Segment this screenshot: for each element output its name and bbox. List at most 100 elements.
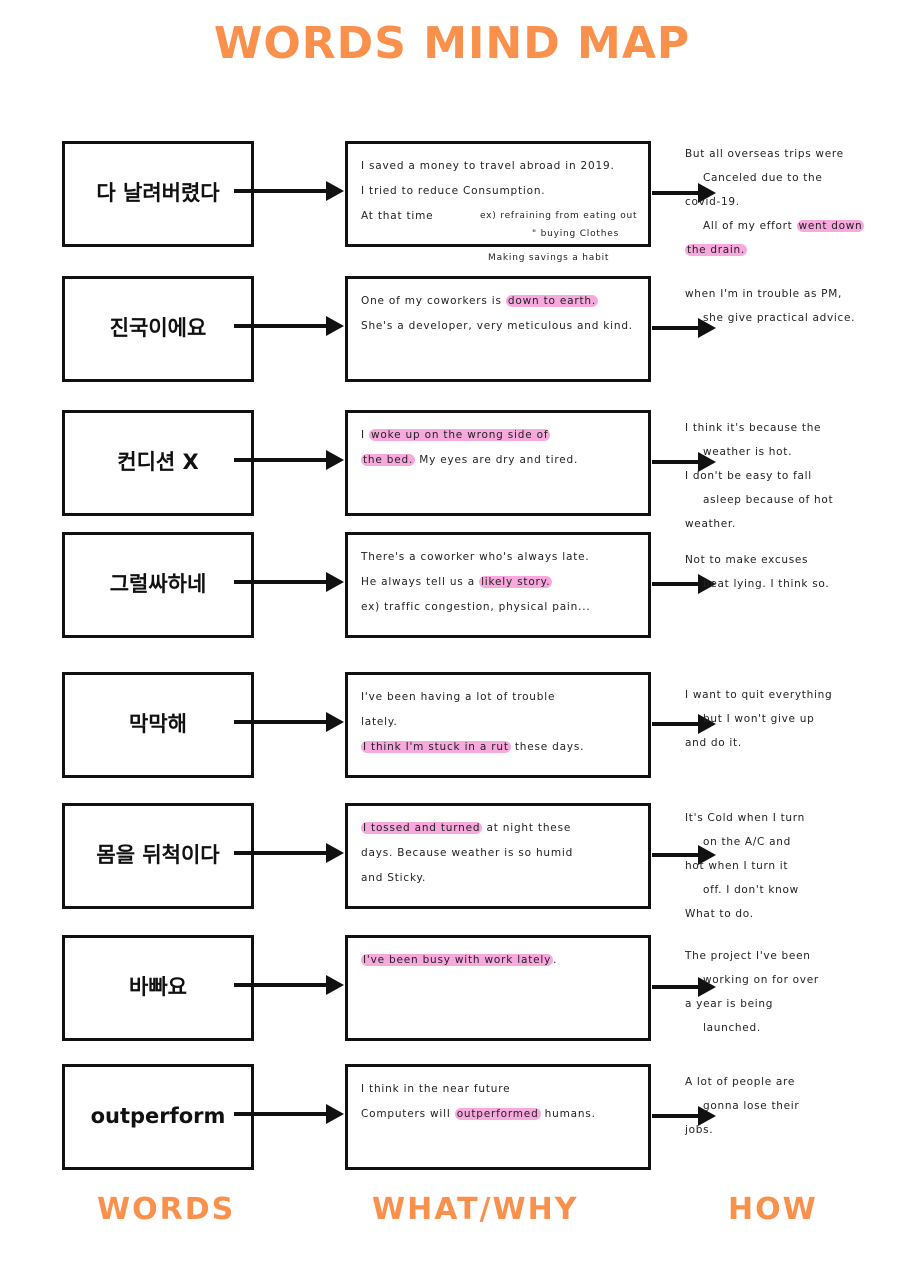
how-line: she give practical advice. — [685, 306, 897, 330]
what-why-line: I tried to reduce Consumption. — [361, 179, 638, 204]
how-line: working on for over — [685, 968, 897, 992]
text-segment: I don't be easy to fall — [685, 470, 812, 482]
highlighted-phrase: the drain. — [685, 244, 747, 256]
text-segment: At that time — [361, 210, 434, 222]
how-line: a year is being — [685, 992, 897, 1016]
text-segment: What to do. — [685, 908, 754, 920]
highlighted-phrase: I've been busy with work lately — [361, 954, 554, 966]
text-segment: My eyes are dry and tired. — [415, 454, 579, 466]
how-line: But all overseas trips were — [685, 142, 897, 166]
text-segment: The project I've been — [685, 950, 811, 962]
how-line: I think it's because the — [685, 416, 897, 440]
how-text: I want to quit everything but I won't giv… — [685, 683, 897, 755]
how-text: A lot of people are gonna lose their jobs. — [685, 1070, 897, 1142]
what-why-line: days. Because weather is so humid — [361, 841, 638, 866]
word-label: 바빠요 — [129, 975, 187, 1000]
text-segment: Computers will — [361, 1108, 455, 1120]
text-segment: jobs. — [685, 1124, 714, 1136]
text-segment: humans. — [540, 1108, 596, 1120]
example-note: Making savings a habit — [488, 253, 610, 263]
text-segment: I — [361, 429, 370, 441]
how-line: when I'm in trouble as PM, — [685, 282, 897, 306]
how-line: weather is hot. — [685, 440, 897, 464]
arrow-right-icon — [234, 450, 344, 470]
highlighted-phrase: I tossed and turned — [361, 822, 483, 834]
text-segment: off. I don't know — [703, 884, 799, 896]
highlighted-phrase: the bed. — [361, 454, 416, 466]
how-line: but I won't give up — [685, 707, 897, 731]
text-segment: I think in the near future — [361, 1083, 511, 1095]
word-box: 막막해 — [62, 672, 254, 778]
what-why-line: I woke up on the wrong side of — [361, 423, 638, 448]
text-segment: All of my effort — [703, 220, 797, 232]
what-why-line: There's a coworker who's always late. — [361, 545, 638, 570]
text-segment: these days. — [510, 741, 585, 753]
what-why-line: I think in the near future — [361, 1077, 638, 1102]
how-line: I don't be easy to fall — [685, 464, 897, 488]
text-segment: and Sticky. — [361, 872, 427, 884]
how-line: I want to quit everything — [685, 683, 897, 707]
how-line: jobs. — [685, 1118, 897, 1142]
arrow-right-icon — [652, 1106, 716, 1126]
how-line: Not to make excuses — [685, 548, 897, 572]
arrow-right-icon — [234, 572, 344, 592]
arrow-right-icon — [652, 714, 716, 734]
what-why-line: Computers will outperformed humans. — [361, 1102, 638, 1127]
word-label: 진국이에요 — [109, 316, 207, 341]
text-segment: Not to make excuses — [685, 554, 809, 566]
text-segment: A lot of people are — [685, 1076, 795, 1088]
text-segment: she give practical advice. — [703, 312, 856, 324]
text-segment: He always tell us a — [361, 576, 480, 588]
what-why-line: I tossed and turned at night these — [361, 816, 638, 841]
what-why-box: I woke up on the wrong side of the bed. M… — [345, 410, 651, 516]
text-segment: working on for over — [703, 974, 819, 986]
word-label: outperform — [90, 1104, 226, 1129]
how-line: Canceled due to the — [685, 166, 897, 190]
example-note: " buying Clothes — [532, 229, 620, 239]
highlighted-phrase: I think I'm stuck in a rut — [361, 741, 511, 753]
how-line: hot when I turn it — [685, 854, 897, 878]
arrow-right-icon — [652, 574, 716, 594]
word-box: outperform — [62, 1064, 254, 1170]
how-line: The project I've been — [685, 944, 897, 968]
text-segment: a year is being — [685, 998, 774, 1010]
text-segment: and do it. — [685, 737, 742, 749]
text-segment: lately. — [361, 716, 398, 728]
word-box: 바빠요 — [62, 935, 254, 1041]
how-line: A lot of people are — [685, 1070, 897, 1094]
text-segment: on the A/C and — [703, 836, 791, 848]
text-segment: But all overseas trips were — [685, 148, 844, 160]
example-note: ex) refraining from eating out — [480, 211, 638, 221]
word-box: 몸을 뒤척이다 — [62, 803, 254, 909]
text-segment: asleep because of hot — [703, 494, 834, 506]
what-why-line: I think I'm stuck in a rut these days. — [361, 735, 638, 760]
how-line: off. I don't know — [685, 878, 897, 902]
what-why-line: He always tell us a likely story. — [361, 570, 638, 595]
how-line: launched. — [685, 1016, 897, 1040]
how-line: weather. — [685, 512, 897, 536]
word-box: 컨디션 X — [62, 410, 254, 516]
text-segment: but I won't give up — [703, 713, 815, 725]
footer-how-label: HOW — [728, 1192, 818, 1227]
text-segment: beat lying. I think so. — [703, 578, 830, 590]
what-why-line: She's a developer, very meticulous and k… — [361, 314, 638, 339]
word-label: 다 날려버렸다 — [96, 181, 220, 206]
how-line: and do it. — [685, 731, 897, 755]
text-segment: ex) traffic congestion, physical pain... — [361, 601, 591, 613]
how-text: when I'm in trouble as PM, she give pract… — [685, 282, 897, 330]
arrow-right-icon — [234, 1104, 344, 1124]
highlighted-phrase: outperformed — [454, 1108, 541, 1120]
how-line: the drain. — [685, 238, 897, 262]
text-segment: weather. — [685, 518, 737, 530]
what-why-line: lately. — [361, 710, 638, 735]
arrow-right-icon — [652, 845, 716, 865]
how-line: gonna lose their — [685, 1094, 897, 1118]
text-segment: I saved a money to travel abroad in 2019… — [361, 160, 615, 172]
arrow-right-icon — [234, 181, 344, 201]
how-line: beat lying. I think so. — [685, 572, 897, 596]
what-why-box: I've been busy with work lately. — [345, 935, 651, 1041]
text-segment: She's a developer, very meticulous and k… — [361, 320, 633, 332]
